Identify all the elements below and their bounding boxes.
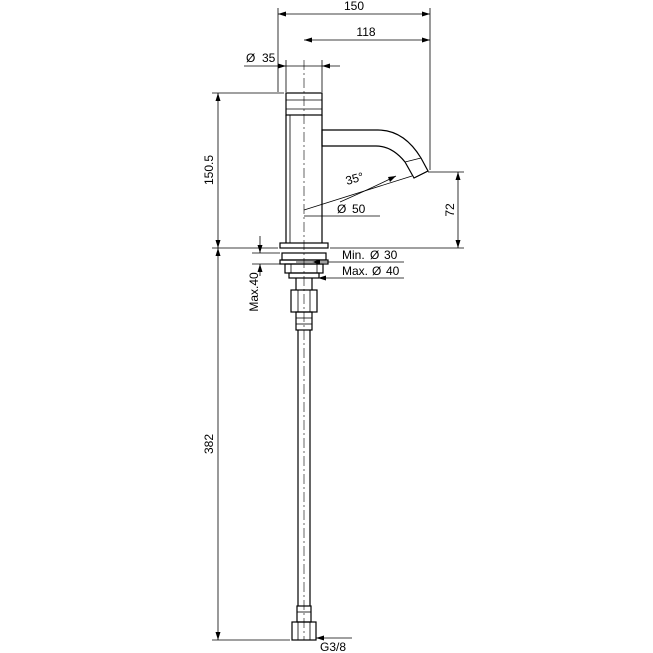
flexible-hose	[291, 330, 317, 641]
dimension-spout-angle: 35°	[303, 169, 413, 211]
dimension-body-diameter: Ø 35	[244, 51, 340, 92]
dimension-overall-reach: 150	[277, 0, 431, 170]
label-50: 50	[352, 202, 366, 216]
dimension-connection: G3/8	[316, 635, 352, 653]
symbol-diameter-30: Ø	[370, 248, 379, 262]
symbol-diameter-40: Ø	[372, 264, 381, 278]
hose-nut-bottom	[291, 621, 317, 641]
label-118: 118	[356, 25, 375, 39]
dimension-deck-thickness: Max.40	[247, 236, 280, 312]
label-max-40: Max.40	[247, 272, 261, 312]
dimension-spout-height: 72	[330, 171, 464, 249]
label-150: 150	[344, 0, 364, 13]
dimension-hole-diameter: Min. Ø 30 Max. Ø 40	[296, 248, 404, 281]
label-382: 382	[202, 434, 216, 454]
symbol-diameter-50: Ø	[337, 202, 346, 216]
label-max: Max.	[342, 264, 368, 278]
dimension-hose-length: 382	[202, 248, 290, 641]
label-min: Min.	[342, 248, 365, 262]
symbol-diameter-35: Ø	[246, 51, 255, 65]
dimension-base-diameter: Ø 50	[304, 202, 380, 217]
dimension-body-height: 150.5	[202, 92, 284, 249]
label-72: 72	[443, 203, 457, 217]
label-40: 40	[386, 264, 400, 278]
label-30: 30	[384, 248, 398, 262]
label-g3-8: G3/8	[320, 640, 346, 653]
spout	[321, 129, 429, 179]
label-35-degree: 35°	[344, 169, 365, 188]
label-150-5: 150.5	[202, 155, 216, 185]
label-35: 35	[262, 51, 276, 65]
dimension-spout-reach: 118	[304, 25, 430, 43]
